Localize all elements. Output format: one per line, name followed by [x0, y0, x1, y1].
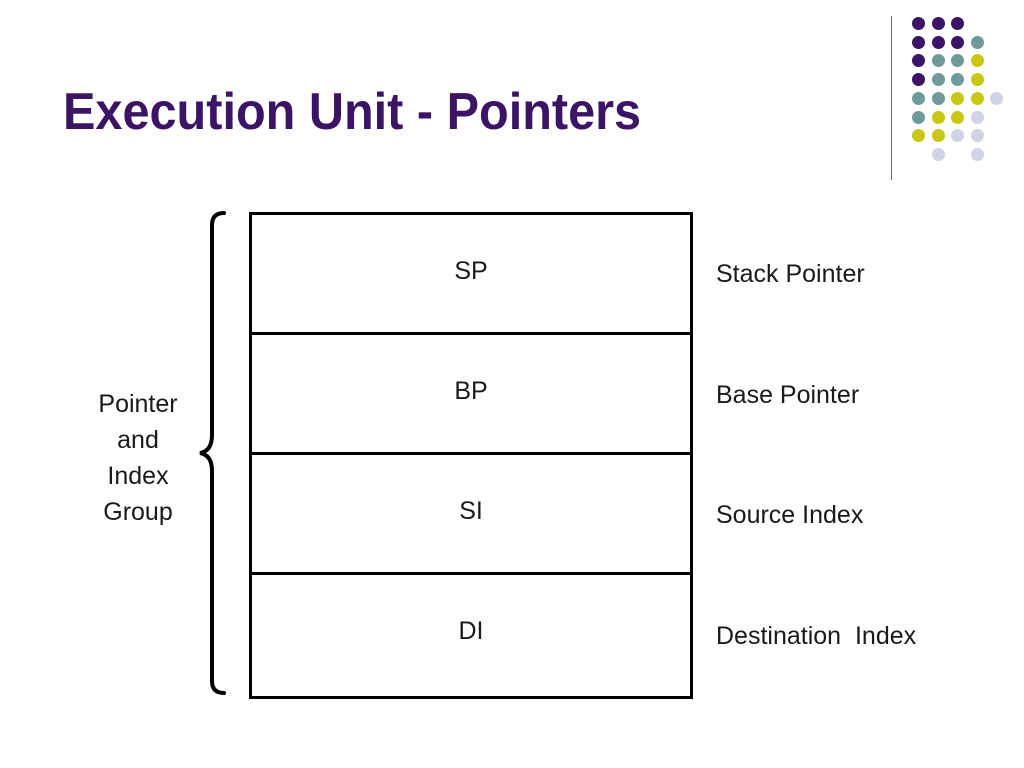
decorative-dot — [951, 17, 964, 30]
register-name: SI — [459, 497, 483, 525]
decorative-dot — [951, 91, 964, 105]
decorative-dot — [951, 129, 964, 143]
decorative-dot — [931, 35, 945, 49]
decorative-dot — [912, 110, 925, 124]
decorative-dot — [990, 91, 1003, 105]
slide-title: Execution Unit - Pointers — [63, 83, 642, 141]
decorative-dot — [912, 54, 925, 68]
decorative-dot — [951, 54, 964, 68]
register-description-sp: Stack Pointer — [716, 260, 865, 288]
decorative-dot — [951, 110, 964, 124]
decorative-dot — [931, 110, 945, 124]
decorative-dot — [912, 91, 925, 105]
register-description-di: Destination Index — [716, 622, 917, 650]
decorative-dot — [970, 129, 984, 143]
decorative-dot — [951, 73, 964, 87]
group-label-line: Index — [107, 462, 169, 490]
decorative-dot — [912, 129, 925, 143]
decorative-dot — [931, 91, 945, 105]
decorative-dot — [912, 35, 925, 49]
group-label-line: Group — [103, 498, 173, 526]
register-stack: SP BP SI DI — [249, 212, 693, 699]
group-label-line: and — [117, 426, 159, 454]
group-label: Pointer and Index Group — [78, 386, 198, 530]
decorative-dot — [931, 17, 945, 30]
decorative-dot — [931, 54, 945, 68]
decorative-dot — [951, 35, 964, 49]
register-description-si: Source Index — [716, 501, 864, 529]
register-name: BP — [454, 377, 488, 405]
decorative-dot — [970, 35, 984, 49]
register-row-di: DI — [252, 575, 690, 696]
decorative-dot — [931, 73, 945, 87]
group-label-line: Pointer — [98, 390, 178, 418]
register-row-bp: BP — [252, 335, 690, 455]
decorative-dot — [912, 17, 925, 30]
decorative-dot — [931, 129, 945, 143]
decorative-dot — [931, 148, 945, 162]
decorative-dot — [970, 73, 984, 87]
register-row-sp: SP — [252, 215, 690, 335]
register-description-bp: Base Pointer — [716, 381, 860, 409]
curly-brace-icon — [199, 211, 226, 695]
decorative-dot — [970, 91, 984, 105]
decorative-dot — [970, 110, 984, 124]
register-name: SP — [454, 257, 488, 285]
register-row-si: SI — [252, 455, 690, 575]
decorative-dot — [912, 73, 925, 87]
decorative-dot — [970, 54, 984, 68]
title-divider — [891, 16, 892, 180]
register-name: DI — [458, 617, 484, 645]
decorative-dot — [970, 148, 984, 162]
